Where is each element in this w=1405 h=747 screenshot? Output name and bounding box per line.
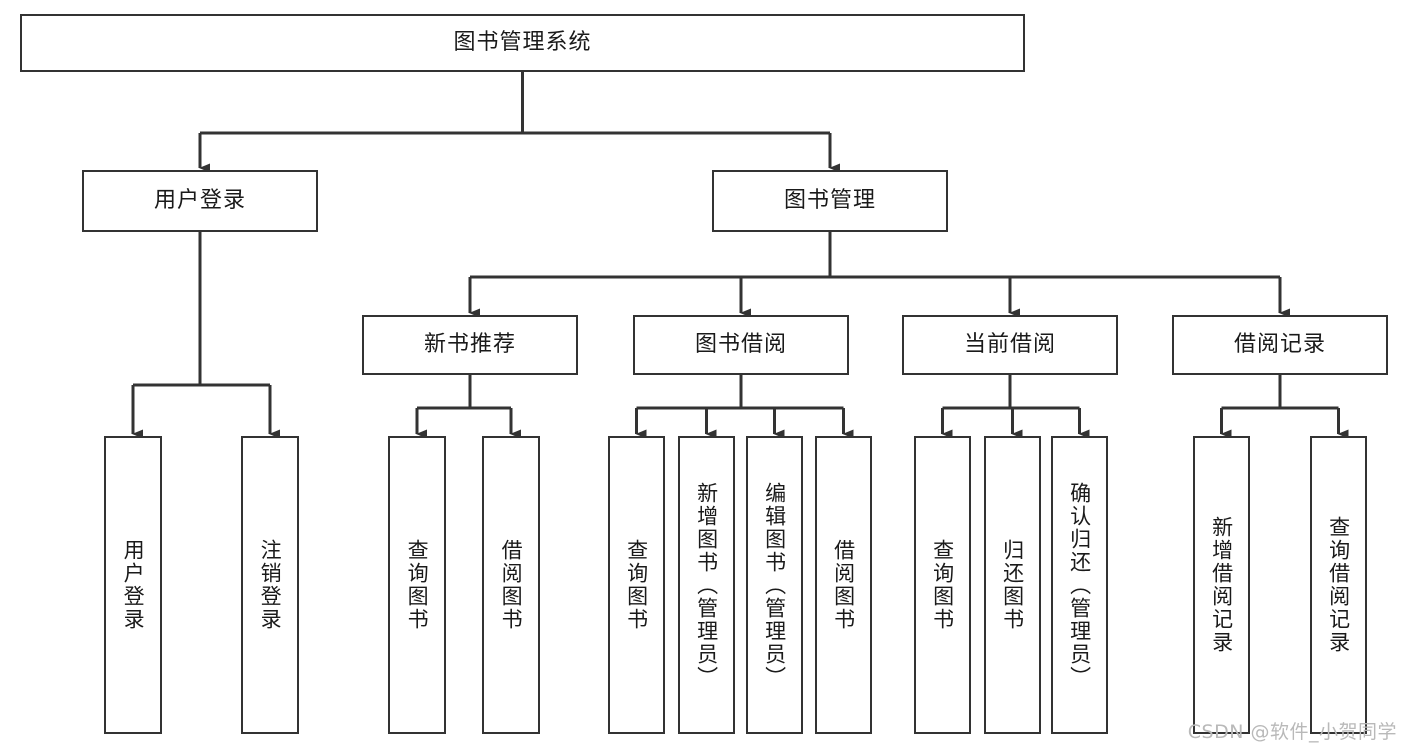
node-label: 新增图书（管理员） bbox=[694, 481, 719, 689]
edge-group bbox=[131, 72, 1349, 439]
node-label: 借阅图书 bbox=[831, 539, 856, 631]
node-l3-newrec[interactable]: 新书推荐 bbox=[362, 315, 578, 375]
node-label: 归还图书 bbox=[1000, 539, 1025, 631]
node-l4-logout[interactable]: 注销登录 bbox=[241, 436, 299, 734]
node-label: 图书管理 bbox=[783, 188, 876, 214]
node-label: 确认归还（管理员） bbox=[1067, 481, 1092, 689]
node-l4-b2[interactable]: 借阅图书 bbox=[815, 436, 872, 734]
node-l4-confirm[interactable]: 确认归还（管理员） bbox=[1051, 436, 1108, 734]
node-label: 当前借阅 bbox=[963, 332, 1056, 358]
node-l2-books[interactable]: 图书管理 bbox=[712, 170, 948, 232]
node-label: 借阅图书 bbox=[499, 539, 524, 631]
node-l4-edit[interactable]: 编辑图书（管理员） bbox=[746, 436, 803, 734]
node-label: 查询图书 bbox=[624, 539, 649, 631]
node-label: 图书借阅 bbox=[694, 332, 787, 358]
node-label: 注销登录 bbox=[258, 539, 283, 631]
node-label: 图书管理系统 bbox=[453, 30, 592, 56]
node-l4-b1[interactable]: 借阅图书 bbox=[482, 436, 540, 734]
node-l4-qrec[interactable]: 查询借阅记录 bbox=[1310, 436, 1367, 734]
node-l2-login[interactable]: 用户登录 bbox=[82, 170, 318, 232]
node-label: 新增借阅记录 bbox=[1209, 516, 1234, 654]
node-label: 用户登录 bbox=[153, 188, 246, 214]
node-l4-addrec[interactable]: 新增借阅记录 bbox=[1193, 436, 1250, 734]
node-label: 查询借阅记录 bbox=[1326, 516, 1351, 654]
node-l4-ret[interactable]: 归还图书 bbox=[984, 436, 1041, 734]
node-l3-record[interactable]: 借阅记录 bbox=[1172, 315, 1388, 375]
node-label: 查询图书 bbox=[405, 539, 430, 631]
node-l4-q1[interactable]: 查询图书 bbox=[388, 436, 446, 734]
node-label: 借阅记录 bbox=[1233, 332, 1326, 358]
node-l4-add[interactable]: 新增图书（管理员） bbox=[678, 436, 735, 734]
node-root[interactable]: 图书管理系统 bbox=[20, 14, 1025, 72]
node-l4-q3[interactable]: 查询图书 bbox=[914, 436, 971, 734]
node-label: 编辑图书（管理员） bbox=[762, 481, 787, 689]
node-label: 用户登录 bbox=[121, 539, 146, 631]
node-l4-q2[interactable]: 查询图书 bbox=[608, 436, 665, 734]
node-label: 新书推荐 bbox=[423, 332, 516, 358]
watermark-text: CSDN @软件_小贺同学 bbox=[1187, 721, 1397, 743]
node-l4-userlogin[interactable]: 用户登录 bbox=[104, 436, 162, 734]
node-label: 查询图书 bbox=[930, 539, 955, 631]
node-l3-current[interactable]: 当前借阅 bbox=[902, 315, 1118, 375]
node-l3-borrow[interactable]: 图书借阅 bbox=[633, 315, 849, 375]
